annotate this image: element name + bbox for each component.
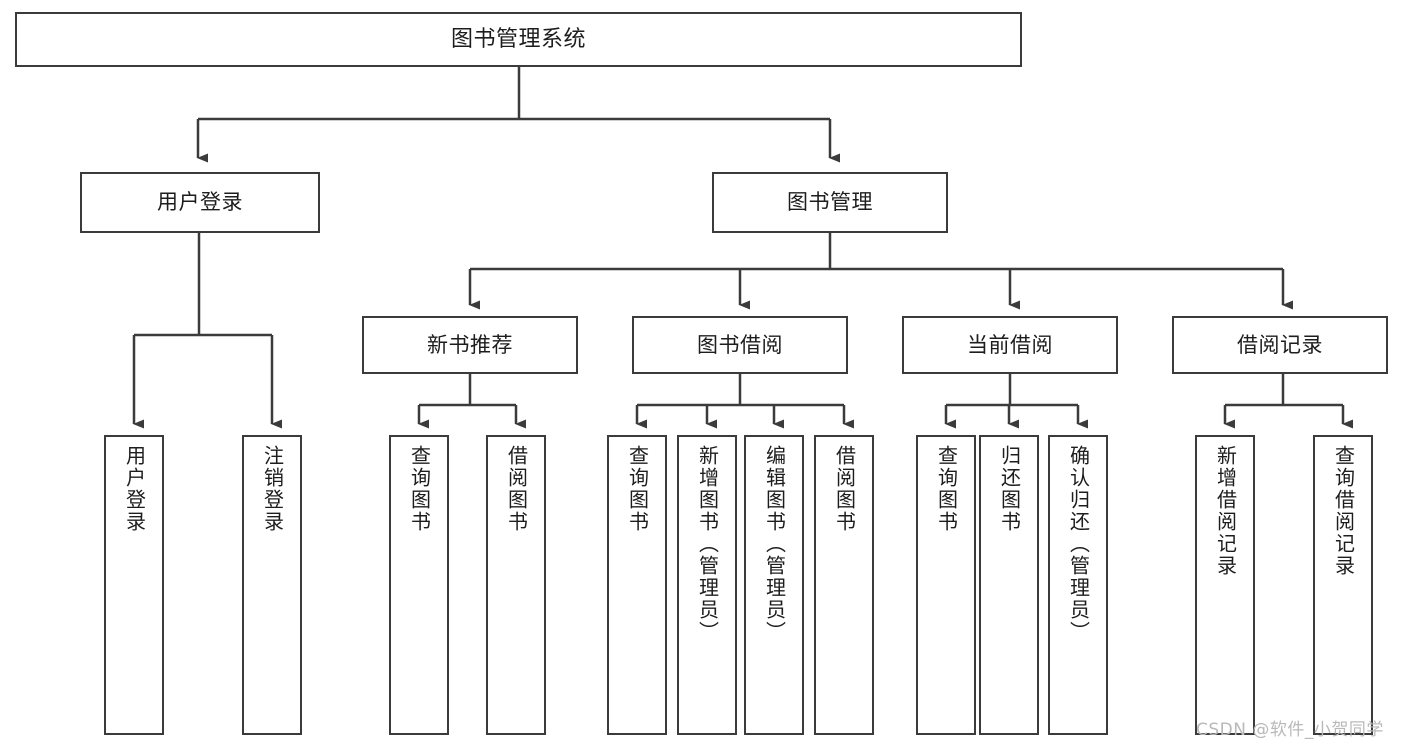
node-label: 图书管理系统 [450, 26, 586, 52]
leaf-current-borrow-return[interactable]: 归还图书 [979, 435, 1039, 735]
node-label: 新书推荐 [427, 332, 513, 357]
csdn-watermark: CSDN @软件_小贺同学 [1196, 720, 1384, 740]
leaf-book-borrow-add-admin[interactable]: 新增图书（管理员） [677, 435, 737, 735]
node-label: 图书管理 [787, 190, 873, 215]
node-label: 用户登录 [157, 190, 243, 215]
node-root-system[interactable]: 图书管理系统 [15, 12, 1022, 67]
leaf-current-borrow-query[interactable]: 查询图书 [916, 435, 976, 735]
node-label: 编辑图书（管理员） [762, 445, 787, 643]
node-label: 借阅图书 [504, 445, 529, 533]
leaf-new-book-borrow[interactable]: 借阅图书 [486, 435, 546, 735]
node-label: 注销登录 [260, 445, 285, 533]
node-label: 查询图书 [934, 445, 959, 533]
node-label: 当前借阅 [967, 332, 1053, 357]
leaf-borrow-record-query[interactable]: 查询借阅记录 [1313, 435, 1373, 735]
node-borrow-record[interactable]: 借阅记录 [1172, 316, 1388, 374]
node-book-management[interactable]: 图书管理 [712, 172, 948, 233]
leaf-current-borrow-confirm-admin[interactable]: 确认归还（管理员） [1048, 435, 1108, 735]
node-current-borrow[interactable]: 当前借阅 [902, 316, 1118, 374]
node-label: 查询图书 [625, 445, 650, 533]
node-label: 用户登录 [122, 445, 147, 533]
node-label: 借阅图书 [832, 445, 857, 533]
node-label: 归还图书 [997, 445, 1022, 533]
leaf-user-login-logout[interactable]: 注销登录 [242, 435, 302, 735]
leaf-borrow-record-add[interactable]: 新增借阅记录 [1195, 435, 1255, 735]
node-label: 新增借阅记录 [1213, 445, 1238, 577]
leaf-book-borrow-query[interactable]: 查询图书 [607, 435, 667, 735]
node-label: 新增图书（管理员） [695, 445, 720, 643]
leaf-book-borrow-borrow[interactable]: 借阅图书 [814, 435, 874, 735]
node-label: 查询图书 [407, 445, 432, 533]
leaf-new-book-query[interactable]: 查询图书 [389, 435, 449, 735]
node-label: 借阅记录 [1237, 332, 1323, 357]
leaf-book-borrow-edit-admin[interactable]: 编辑图书（管理员） [744, 435, 804, 735]
node-new-book-recommend[interactable]: 新书推荐 [362, 316, 578, 374]
node-label: 图书借阅 [697, 332, 783, 357]
node-user-login[interactable]: 用户登录 [80, 172, 320, 233]
node-label: 确认归还（管理员） [1066, 445, 1091, 643]
leaf-user-login-login[interactable]: 用户登录 [104, 435, 164, 735]
node-label: 查询借阅记录 [1331, 445, 1356, 577]
node-book-borrow[interactable]: 图书借阅 [632, 316, 848, 374]
